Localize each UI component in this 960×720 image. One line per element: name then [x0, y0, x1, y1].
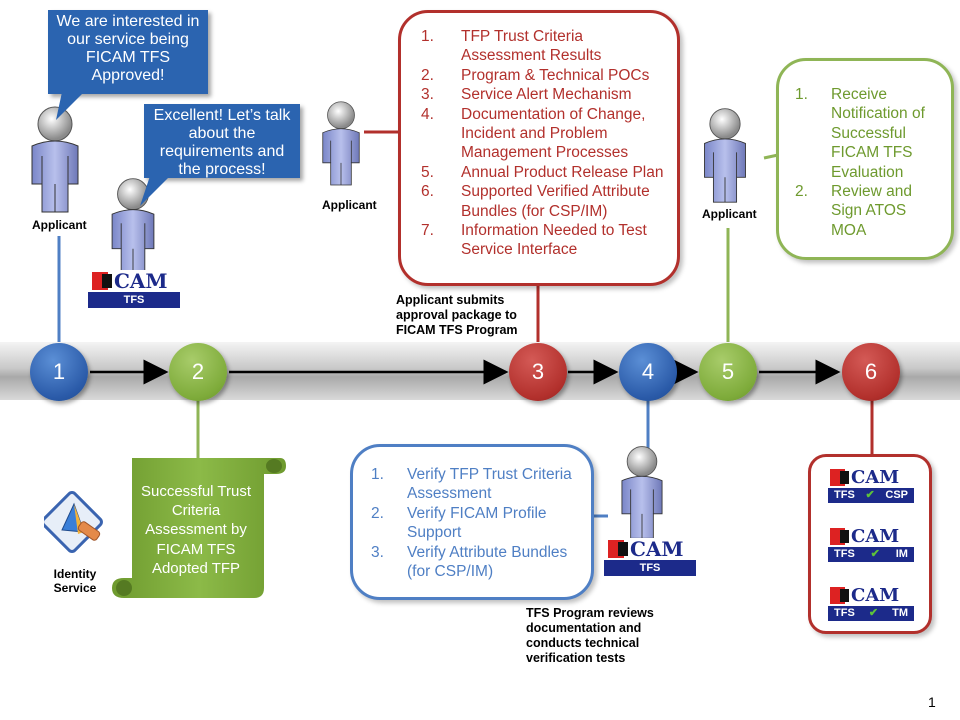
bubble-tail-2 [140, 176, 170, 206]
verification-list: 1.Verify TFP Trust Criteria Assessment 2… [371, 465, 583, 581]
approval-logo-tm: CAM TFS ✔ TM [828, 586, 914, 621]
step-6-circle: 6 [842, 343, 900, 401]
applicant-speech-bubble: We are interested in our service being F… [48, 10, 208, 94]
list-item: 3.Service Alert Mechanism [421, 86, 632, 104]
step-4-circle: 4 [619, 343, 677, 401]
list-item: 2.Review and Sign ATOS MOA [795, 183, 912, 239]
applicant-person-icon-2 [322, 101, 360, 186]
identity-service-icon [44, 491, 103, 553]
ficam-logo-word: CAM [114, 269, 168, 293]
approvals-box [808, 454, 932, 634]
check-icon: ✔ [870, 548, 880, 560]
tfs-person-icon [111, 178, 155, 275]
approval-left-label: TFS [834, 489, 855, 501]
applicant-person-icon [31, 106, 79, 213]
approval-logo-im: CAM TFS ✔ IM [828, 527, 914, 562]
notification-list: 1.Receive Notification of Successful FIC… [795, 85, 943, 240]
verification-box: 1.Verify TFP Trust Criteria Assessment 2… [350, 444, 594, 600]
ficam-logo-word: CAM [851, 585, 900, 606]
ficam-logo-word: CAM [851, 467, 900, 488]
list-item: 5.Annual Product Release Plan [421, 163, 664, 181]
list-item: 3.Verify Attribute Bundles (for CSP/IM) [371, 543, 568, 581]
applicant-label-2: Applicant [322, 198, 377, 212]
notification-box: 1.Receive Notification of Successful FIC… [776, 58, 954, 260]
assessment-scroll-text: Successful Trust Criteria Assessment by … [140, 483, 252, 577]
list-item: 2.Verify FICAM Profile Support [371, 504, 547, 542]
approval-left-label: TFS [834, 607, 855, 619]
check-icon: ✔ [865, 489, 875, 501]
tfs-person-icon-2 [621, 446, 663, 539]
connector-5b [763, 153, 779, 160]
identity-service-label: Identity Service [53, 567, 97, 595]
list-item: 7.Information Needed to Test Service Int… [421, 222, 647, 259]
ficam-logo-band: TFS [604, 560, 696, 576]
applicant-label-3: Applicant [702, 207, 757, 221]
list-item: 4.Documentation of Change, Incident and … [421, 105, 646, 162]
applicant-label-1: Applicant [32, 218, 87, 232]
approval-package-list: 1.TFP Trust Criteria Assessment Results … [421, 27, 667, 260]
applicant-person-icon-3 [704, 108, 746, 203]
list-item: 6.Supported Verified Attribute Bundles (… [421, 183, 650, 220]
bubble-tail-1 [56, 92, 84, 120]
approval-left-label: TFS [834, 548, 855, 560]
step-1-circle: 1 [30, 343, 88, 401]
list-item: 1.TFP Trust Criteria Assessment Results [421, 28, 602, 65]
approval-logo-csp: CAM TFS ✔ CSP [828, 468, 914, 503]
approval-right-label: IM [895, 548, 908, 560]
tfs-speech-text: Excellent! Let’s talk about the requirem… [153, 107, 291, 178]
approval-package-box: 1.TFP Trust Criteria Assessment Results … [398, 10, 680, 286]
step-2-circle: 2 [169, 343, 227, 401]
approval-package-caption: Applicant submits approval package to FI… [396, 293, 518, 337]
assessment-scroll-shape [112, 458, 286, 598]
timeline-arrows [90, 359, 841, 385]
tfs-speech-bubble: Excellent! Let’s talk about the requirem… [144, 104, 300, 178]
ficam-logo-word: CAM [851, 526, 900, 547]
applicant-speech-text: We are interested in our service being F… [56, 13, 200, 84]
step-3-circle: 3 [509, 343, 567, 401]
list-item: 1.Verify TFP Trust Criteria Assessment [371, 466, 572, 503]
list-item: 1.Receive Notification of Successful FIC… [795, 86, 925, 181]
step-5-circle: 5 [699, 343, 757, 401]
ficam-logo-band: TFS [88, 292, 180, 308]
page-number: 1 [928, 694, 936, 710]
ficam-tfs-logo: CAM TFS [88, 270, 180, 308]
check-icon: ✔ [868, 607, 879, 619]
approval-right-label: TM [892, 607, 908, 619]
verification-caption: TFS Program reviews documentation and co… [526, 606, 654, 665]
ficam-logo-word: CAM [630, 537, 684, 561]
approval-right-label: CSP [885, 489, 908, 501]
ficam-tfs-logo-2: CAM TFS [604, 538, 696, 576]
list-item: 2.Program & Technical POCs [421, 66, 650, 84]
